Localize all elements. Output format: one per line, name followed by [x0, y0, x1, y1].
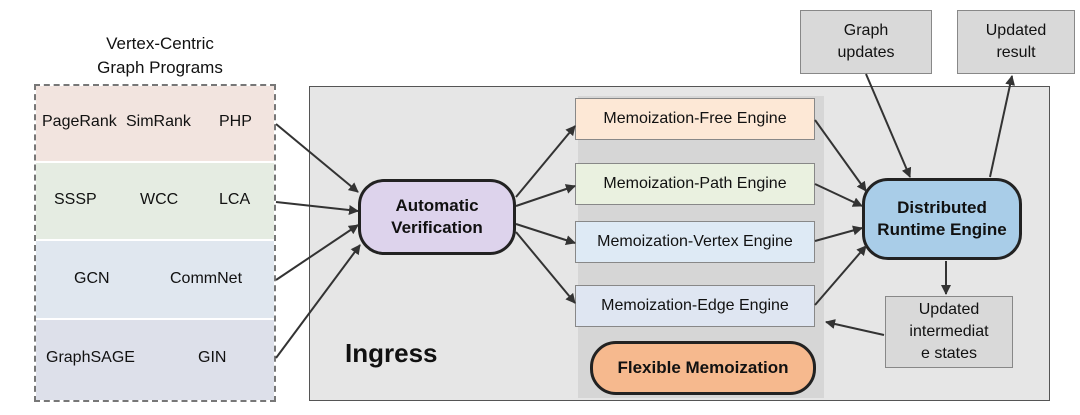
flexible-memoization-node: Flexible Memoization [590, 341, 816, 395]
intermediate-line1: Updated [918, 301, 980, 318]
arrow-intermediate-to-edge-engine [825, 319, 885, 336]
updated-result-line2: result [996, 44, 1036, 61]
program-simrank: SimRank [126, 113, 191, 130]
graph-updates-box: Graph updates [800, 10, 932, 74]
program-gin: GIN [198, 349, 227, 366]
distributed-runtime-engine-node: Distributed Runtime Engine [862, 178, 1022, 260]
arrow-verification-to-path [515, 184, 576, 207]
program-row-1: PageRank SimRank PHP [36, 86, 274, 163]
arrow-edge-to-runtime [814, 245, 867, 306]
programs-title-line1: Vertex-Centric [106, 34, 214, 53]
graph-updates-line1: Graph [843, 22, 889, 39]
program-graphsage: GraphSAGE [46, 349, 135, 366]
arrow-row2-to-verification [275, 201, 359, 215]
program-pagerank: PageRank [42, 113, 117, 130]
arrow-graph-updates-to-runtime [865, 73, 912, 178]
arrow-verification-to-free [515, 125, 576, 198]
program-php: PHP [219, 113, 252, 130]
ingress-label: Ingress [345, 338, 438, 368]
programs-title: Vertex-Centric Graph Programs [60, 32, 260, 80]
arrow-free-to-runtime [814, 119, 867, 192]
updated-result-box: Updated result [957, 10, 1075, 74]
program-commnet: CommNet [170, 270, 243, 287]
graph-updates-line2: updates [837, 44, 895, 61]
program-row-4: GraphSAGE GIN [36, 320, 274, 400]
automatic-verification-node: Automatic Verification [358, 179, 516, 255]
arrow-vertex-to-runtime [814, 225, 863, 242]
intermediate-line2: intermediat [909, 323, 989, 340]
program-lca: LCA [219, 191, 251, 208]
program-sssp: SSSP [54, 191, 97, 208]
programs-panel [34, 84, 276, 402]
arrow-verification-to-vertex [515, 223, 576, 246]
arrow-row1-to-verification [275, 123, 359, 193]
arrow-verification-to-edge [515, 231, 576, 304]
programs-title-line2: Graph Programs [97, 58, 223, 77]
runtime-line1: Distributed [897, 198, 987, 217]
arrow-path-to-runtime [814, 183, 863, 207]
runtime-line2: Runtime Engine [877, 220, 1007, 239]
arrow-runtime-to-updated-result [989, 75, 1015, 178]
verification-line2: Verification [391, 218, 483, 237]
arrow-row4-to-verification [275, 244, 361, 359]
updated-result-line1: Updated [985, 22, 1047, 39]
program-gcn: GCN [74, 270, 110, 287]
memoization-edge-engine: Memoization-Edge Engine [575, 285, 815, 327]
memoization-path-engine: Memoization-Path Engine [575, 163, 815, 205]
program-row-2: SSSP WCC LCA [36, 163, 274, 241]
verification-line1: Automatic [395, 196, 479, 215]
memoization-vertex-engine: Memoization-Vertex Engine [575, 221, 815, 263]
program-wcc: WCC [140, 191, 179, 208]
intermediate-line3: e states [920, 345, 978, 362]
arrow-row3-to-verification [275, 224, 359, 281]
memoization-free-engine: Memoization-Free Engine [575, 98, 815, 140]
updated-intermediate-states-box: Updated intermediat e states [885, 296, 1013, 368]
program-row-3: GCN CommNet [36, 241, 274, 320]
